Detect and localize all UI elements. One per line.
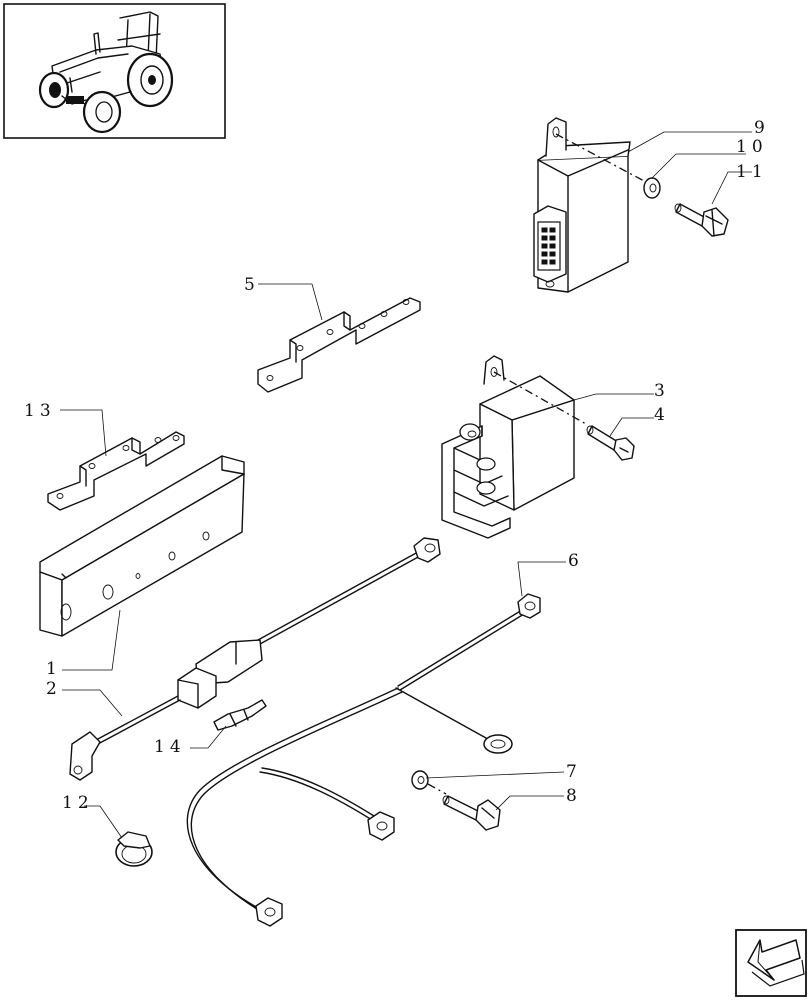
- leader-lines: [60, 131, 752, 839]
- tractor-thumbnail-icon: [3, 3, 226, 139]
- part-2-main-harness: [69, 537, 441, 781]
- part-11-bolt: [674, 203, 729, 237]
- callout-1: 1: [46, 659, 62, 679]
- part-6-ground-harness: [186, 593, 541, 927]
- callout-12: 12: [62, 793, 94, 813]
- callout-2: 2: [46, 679, 62, 699]
- part-1-plate: [39, 455, 245, 637]
- part-3-relay: [441, 355, 575, 539]
- part-10-washer: [643, 177, 661, 199]
- callout-14: 14: [154, 737, 186, 757]
- callout-13: 13: [24, 401, 56, 421]
- callout-6: 6: [568, 551, 584, 571]
- callout-labels: 9 10 11 5 13 3 4 6 1 2 14 7 8 12: [24, 118, 770, 813]
- part-9-control-unit: [533, 117, 631, 293]
- callout-5: 5: [244, 275, 260, 295]
- part-4-screw: [586, 425, 635, 461]
- part-7-washer: [411, 770, 429, 790]
- callout-7: 7: [566, 762, 582, 782]
- part-5-bracket: [257, 297, 421, 393]
- callout-9: 9: [754, 118, 770, 138]
- part-14-fuse: [213, 699, 267, 731]
- callout-11: 11: [736, 162, 768, 182]
- callout-10: 10: [736, 137, 768, 157]
- part-12-clamp: [115, 831, 153, 867]
- callout-8: 8: [566, 786, 582, 806]
- callout-3: 3: [654, 381, 670, 401]
- next-page-arrow-icon[interactable]: [735, 929, 807, 997]
- part-8-bolt: [442, 795, 501, 831]
- callout-4: 4: [654, 405, 670, 425]
